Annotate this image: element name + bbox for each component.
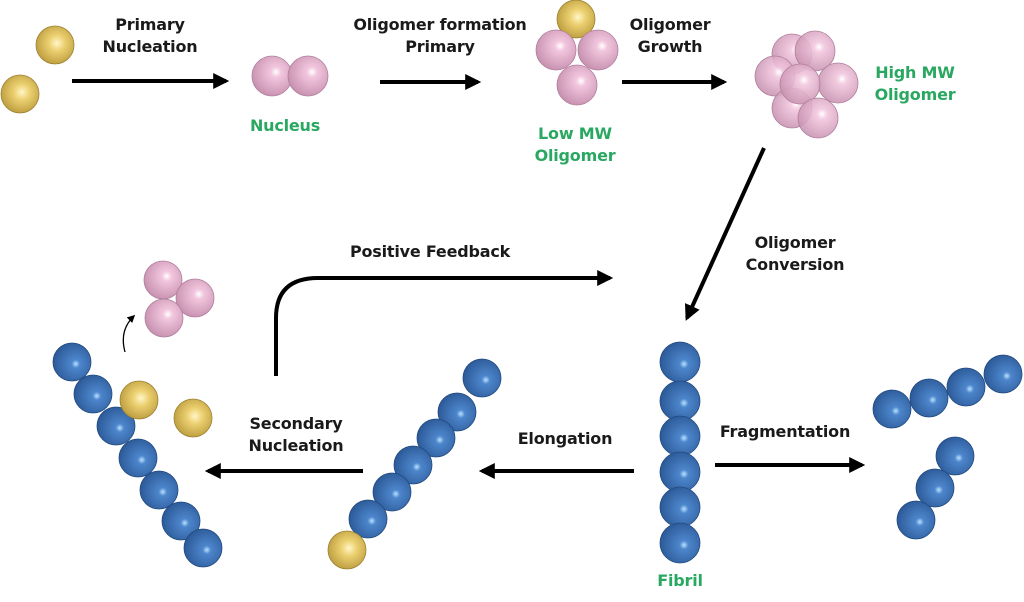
elongating-chain-fibril-sphere [393, 445, 433, 485]
fragment-2-fibril-sphere [896, 500, 936, 540]
elongating-chain-fibril-sphere [416, 418, 456, 458]
label-primary-nucleation: Primary Nucleation [102, 15, 198, 56]
high-mw-oligomer-oligomer-sphere [817, 62, 859, 104]
secondary-chain-fibril-sphere [139, 470, 179, 510]
elongating-monomer-monomer-sphere [327, 530, 367, 570]
released-oligomer-oligomer-sphere [144, 298, 184, 338]
nucleus-oligomer-sphere [287, 55, 329, 97]
low-mw-oligomer-oligomer-sphere [577, 29, 619, 71]
high-mw-oligomer-oligomer-sphere [779, 63, 821, 105]
fragment-2-fibril-sphere [935, 436, 975, 476]
monomers-free-monomer-sphere [0, 74, 40, 114]
arrow-oligomer-conversion [684, 147, 766, 321]
arrow-oligomer-release [122, 314, 136, 353]
label-low-mw-oligomer: Low MW Oligomer [534, 124, 616, 165]
fragment-1-fibril-sphere [872, 389, 912, 429]
fibril-fibril-sphere [659, 341, 701, 383]
fibril-fibril-sphere [659, 486, 701, 528]
label-high-mw-oligomer: High MW Oligomer [874, 63, 956, 104]
label-oligomer-formation: Oligomer formation Primary [353, 15, 527, 56]
label-nucleus: Nucleus [249, 116, 321, 135]
label-fragmentation: Fragmentation [719, 422, 851, 441]
secondary-monomers-monomer-sphere [119, 380, 159, 420]
label-elongation: Elongation [517, 429, 613, 448]
low-mw-oligomer-monomer-sphere [556, 0, 596, 39]
secondary-chain-fibril-sphere [73, 374, 113, 414]
released-oligomer-oligomer-sphere [175, 278, 215, 318]
arrows [72, 73, 866, 479]
secondary-chain-fibril-sphere [161, 501, 201, 541]
fibril-fibril-sphere [659, 380, 701, 422]
label-oligomer-conversion: Oligomer Conversion [745, 233, 845, 274]
label-positive-feedback: Positive Feedback [349, 242, 511, 261]
fragment-1-fibril-sphere [946, 367, 986, 407]
fibril-fibril-sphere [659, 451, 701, 493]
elongating-chain-fibril-sphere [462, 358, 502, 398]
arrow-positive-feedback [274, 270, 614, 376]
elongating-chain-fibril-sphere [372, 472, 412, 512]
spheres [0, 0, 1023, 570]
label-secondary-nucleation: Secondary Nucleation [248, 414, 344, 455]
elongating-chain-fibril-sphere [348, 499, 388, 539]
fragment-1-fibril-sphere [909, 378, 949, 418]
nucleus-oligomer-sphere [251, 55, 293, 97]
secondary-chain-fibril-sphere [183, 528, 223, 568]
low-mw-oligomer-oligomer-sphere [535, 29, 577, 71]
secondary-monomers-monomer-sphere [173, 398, 213, 438]
secondary-chain-fibril-sphere [52, 342, 92, 382]
secondary-chain-fibril-sphere [96, 406, 136, 446]
label-fibril: Fibril [657, 571, 703, 590]
elongating-chain-fibril-sphere [437, 392, 477, 432]
secondary-chain-fibril-sphere [118, 438, 158, 478]
monomers-free-monomer-sphere [35, 25, 75, 65]
fragment-2-fibril-sphere [915, 468, 955, 508]
high-mw-oligomer-oligomer-sphere [797, 97, 839, 139]
fragment-1-fibril-sphere [983, 354, 1023, 394]
fibril-fibril-sphere [659, 522, 701, 564]
fibril-fibril-sphere [659, 415, 701, 457]
low-mw-oligomer-oligomer-sphere [556, 64, 598, 106]
label-oligomer-growth: Oligomer Growth [629, 15, 711, 56]
